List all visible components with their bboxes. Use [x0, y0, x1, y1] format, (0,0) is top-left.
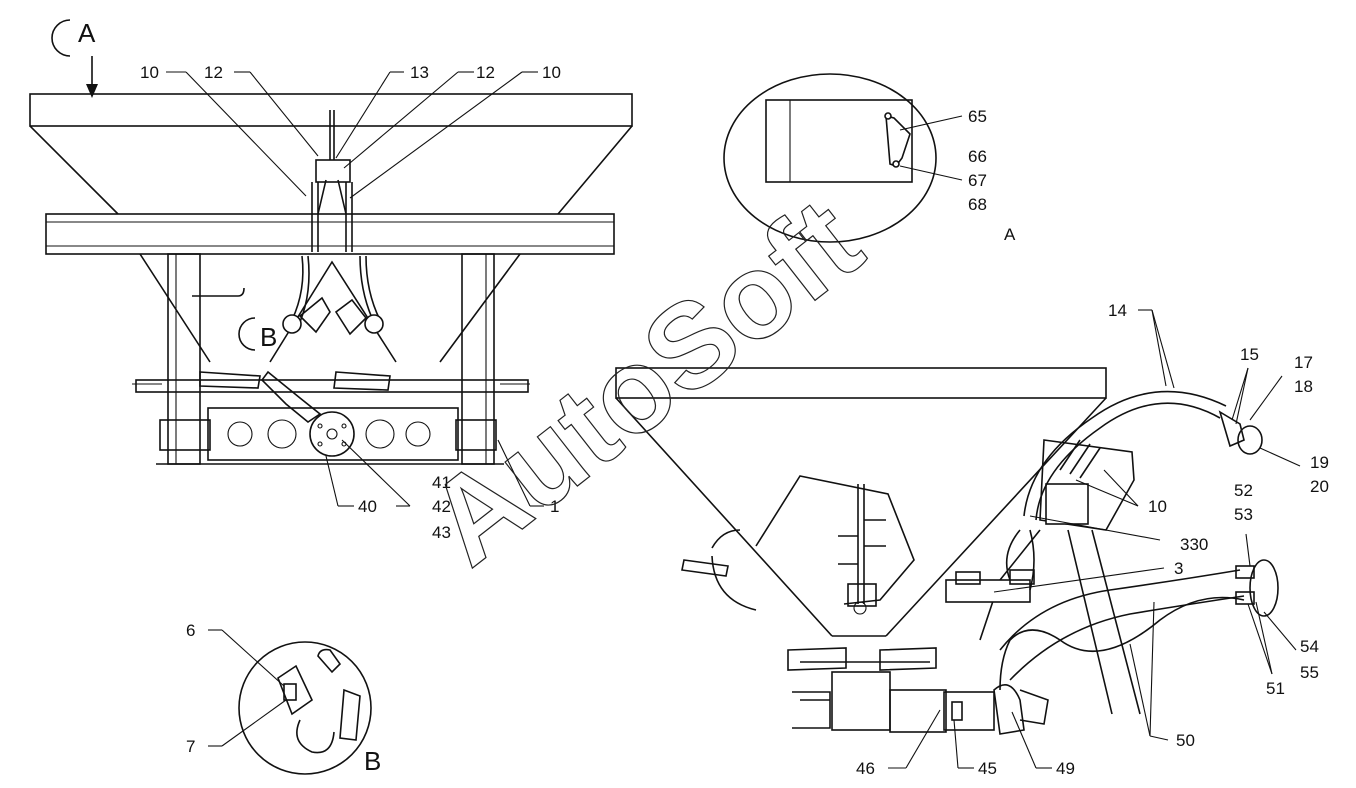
- label-65: 65: [968, 107, 987, 126]
- view-b-letter: B: [260, 322, 277, 352]
- label-15: 15: [1240, 345, 1259, 364]
- label-10-right: 10: [542, 63, 561, 82]
- label-50: 50: [1176, 731, 1195, 750]
- label-54: 54: [1300, 637, 1319, 656]
- detail-b: [208, 629, 372, 775]
- label-330: 330: [1180, 535, 1208, 554]
- label-7: 7: [186, 737, 195, 756]
- label-52: 52: [1234, 481, 1253, 500]
- label-55: 55: [1300, 663, 1319, 682]
- label-3: 3: [1174, 559, 1183, 578]
- label-20: 20: [1310, 477, 1329, 496]
- label-40: 40: [358, 497, 377, 516]
- label-49: 49: [1056, 759, 1075, 778]
- right-leaders: [888, 309, 1301, 769]
- label-67: 67: [968, 171, 987, 190]
- label-42: 42: [432, 497, 451, 516]
- view-a-letter: A: [78, 18, 96, 48]
- label-13: 13: [410, 63, 429, 82]
- label-45: 45: [978, 759, 997, 778]
- label-10-side: 10: [1148, 497, 1167, 516]
- view-a-indicator: A: [51, 18, 98, 98]
- label-1: 1: [550, 497, 559, 516]
- label-66: 66: [968, 147, 987, 166]
- label-51: 51: [1266, 679, 1285, 698]
- label-68: 68: [968, 195, 987, 214]
- label-19: 19: [1310, 453, 1329, 472]
- label-12-left: 12: [204, 63, 223, 82]
- label-46: 46: [856, 759, 875, 778]
- label-14: 14: [1108, 301, 1127, 320]
- front-view-spreader: [29, 93, 633, 465]
- top-leaders: [166, 71, 544, 507]
- label-6: 6: [186, 621, 195, 640]
- view-b-indicator: B: [238, 317, 277, 352]
- watermark-text: AutoSoft: [404, 173, 886, 590]
- side-view-spreader: [615, 367, 1279, 735]
- label-43: 43: [432, 523, 451, 542]
- detail-b-letter: B: [364, 746, 381, 776]
- label-12-right: 12: [476, 63, 495, 82]
- label-53: 53: [1234, 505, 1253, 524]
- label-17: 17: [1294, 353, 1313, 372]
- label-10-left: 10: [140, 63, 159, 82]
- detail-a-letter: A: [1004, 225, 1016, 244]
- label-18: 18: [1294, 377, 1313, 396]
- label-41: 41: [432, 473, 451, 492]
- detail-a: [723, 73, 963, 243]
